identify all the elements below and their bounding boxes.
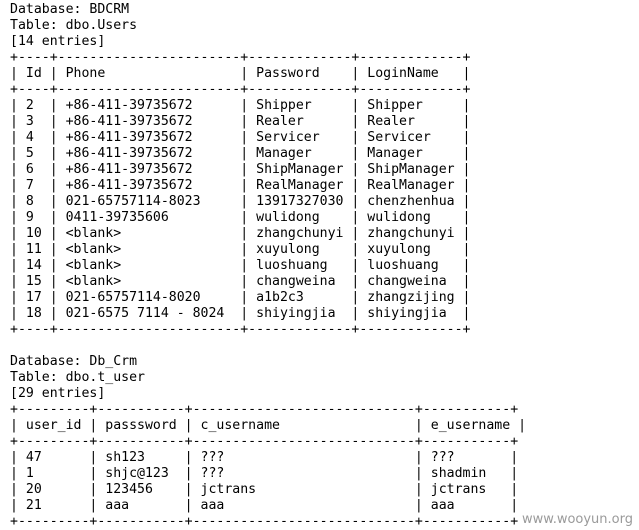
table-row: | 7 | +86-411-39735672 | RealManager | R… (10, 178, 471, 193)
terminal-line: Database: Db_Crm (10, 354, 138, 369)
table-border-line: +---------+-----------+-----------------… (10, 434, 519, 449)
terminal-line: Database: BDCRM (10, 2, 130, 17)
table-row: | 5 | +86-411-39735672 | Manager | Manag… (10, 146, 471, 161)
table-row: | Id | Phone | Password | LoginName | (10, 66, 471, 81)
table-row: | 20 | 123456 | jctrans | jctrans | (10, 482, 519, 497)
table-row: | 17 | 021-65757114-8020 | a1b2c3 | zhan… (10, 290, 471, 305)
table-row: | 21 | aaa | aaa | aaa | (10, 498, 519, 513)
table-row: | 4 | +86-411-39735672 | Servicer | Serv… (10, 130, 471, 145)
table-row: | 11 | <blank> | xuyulong | xuyulong | (10, 242, 471, 257)
table-row: | 8 | 021-65757114-8023 | 13917327030 | … (10, 194, 471, 209)
table-row: | 10 | <blank> | zhangchunyi | zhangchun… (10, 226, 471, 241)
table-row: | user_id | passsword | c_username | e_u… (10, 418, 527, 433)
table-row: | 1 | shjc@123 | ??? | shadmin | (10, 466, 519, 481)
table-row: | 9 | 0411-39735606 | wulidong | wulidon… (10, 210, 471, 225)
table-border-line: +---------+-----------+-----------------… (10, 402, 519, 417)
table-row: | 14 | <blank> | luoshuang | luoshuang | (10, 258, 471, 273)
table-row: | 18 | 021-6575 7114 - 8024 | shiyingjia… (10, 306, 471, 321)
table-row: | 15 | <blank> | changweina | changweina… (10, 274, 471, 289)
terminal-line (10, 338, 526, 354)
table-border-line: +----+-----------------------+----------… (10, 82, 471, 97)
table-row: | 47 | sh123 | ??? | ??? | (10, 450, 519, 465)
watermark-text: www.wooyun.org (521, 512, 633, 527)
table-row: | 6 | +86-411-39735672 | ShipManager | S… (10, 162, 471, 177)
table-row: | 2 | +86-411-39735672 | Shipper | Shipp… (10, 98, 471, 113)
table-border-line: +----+-----------------------+----------… (10, 322, 471, 337)
terminal-line: Table: dbo.t_user (10, 370, 145, 385)
table-row: | 3 | +86-411-39735672 | Realer | Realer… (10, 114, 471, 129)
terminal-line: [14 entries] (10, 34, 106, 49)
table-border-line: +----+-----------------------+----------… (10, 50, 471, 65)
terminal-line: Table: dbo.Users (10, 18, 138, 33)
table-border-line: +---------+-----------+-----------------… (10, 514, 519, 529)
terminal-line: [29 entries] (10, 386, 106, 401)
